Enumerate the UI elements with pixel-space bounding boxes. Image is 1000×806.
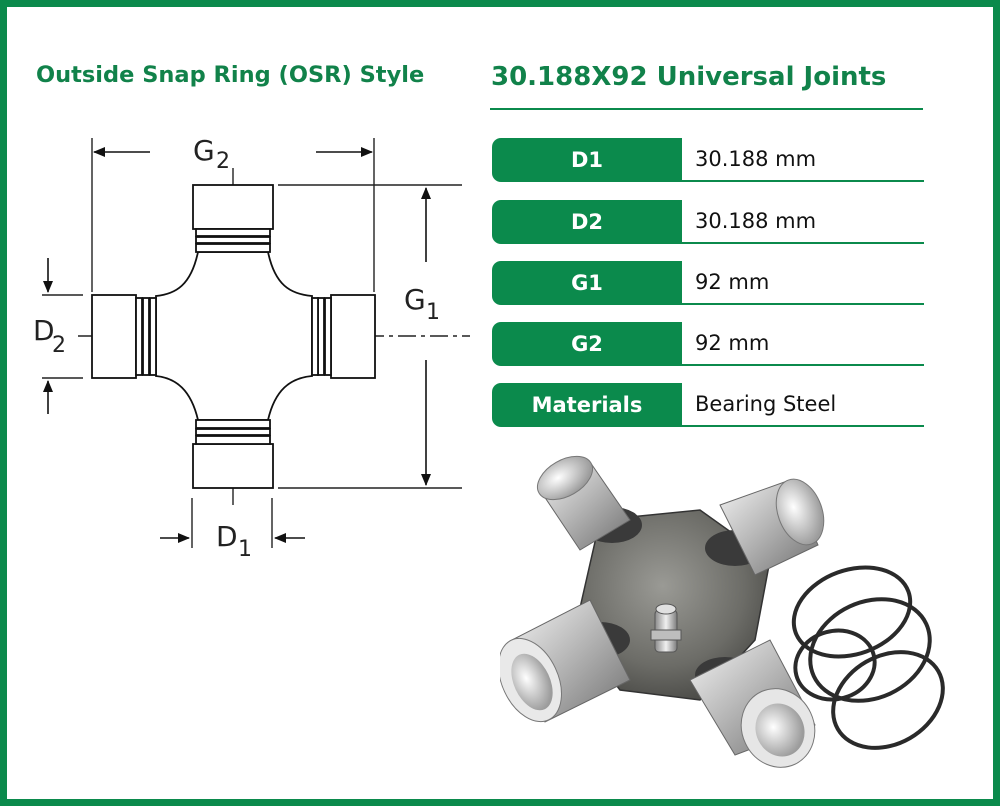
spec-underline (680, 180, 924, 182)
d1-label: D (216, 520, 238, 553)
spec-underline (680, 364, 924, 366)
bearing-cap-bottom-right (689, 639, 816, 768)
spec-row-g2: G2 92 mm (492, 322, 924, 366)
grease-fitting (650, 603, 682, 653)
spec-value: 92 mm (695, 331, 770, 355)
g2-label: G (193, 134, 215, 167)
diagram-heading: Outside Snap Ring (OSR) Style (36, 62, 425, 88)
spec-underline (680, 425, 924, 427)
g2-subscript: 2 (216, 149, 230, 174)
dimension-diagram: G 2 G 1 D 2 D 1 (33, 134, 470, 562)
bearing-cap-top-right (719, 478, 825, 576)
spec-row-materials: Materials Bearing Steel (492, 383, 924, 427)
spec-label: Materials (492, 383, 682, 427)
bearing-cap-top-left (537, 455, 631, 551)
spec-label: D2 (492, 200, 682, 244)
spec-row-d2: D2 30.188 mm (492, 200, 924, 244)
d2-label: D (33, 314, 55, 347)
spec-underline (680, 303, 924, 305)
spec-underline (680, 242, 924, 244)
d2-subscript: 2 (52, 333, 66, 358)
product-title: 30.188X92 Universal Joints (491, 62, 887, 92)
bearing-cap-bottom-left (500, 599, 631, 723)
spec-value: 30.188 mm (695, 147, 817, 171)
cross-outline (91, 184, 376, 489)
spec-row-d1: D1 30.188 mm (492, 138, 924, 182)
spec-value: 30.188 mm (695, 209, 817, 233)
d1-subscript: 1 (238, 537, 252, 562)
spec-label: G2 (492, 322, 682, 366)
spec-value: 92 mm (695, 270, 770, 294)
title-underline (490, 108, 923, 110)
spec-value: Bearing Steel (695, 392, 837, 416)
spec-label: G1 (492, 261, 682, 305)
product-photo (500, 455, 945, 768)
g1-subscript: 1 (426, 300, 440, 325)
spec-row-g1: G1 92 mm (492, 261, 924, 305)
g1-label: G (404, 283, 426, 316)
spec-label: D1 (492, 138, 682, 182)
snap-rings (791, 565, 945, 750)
